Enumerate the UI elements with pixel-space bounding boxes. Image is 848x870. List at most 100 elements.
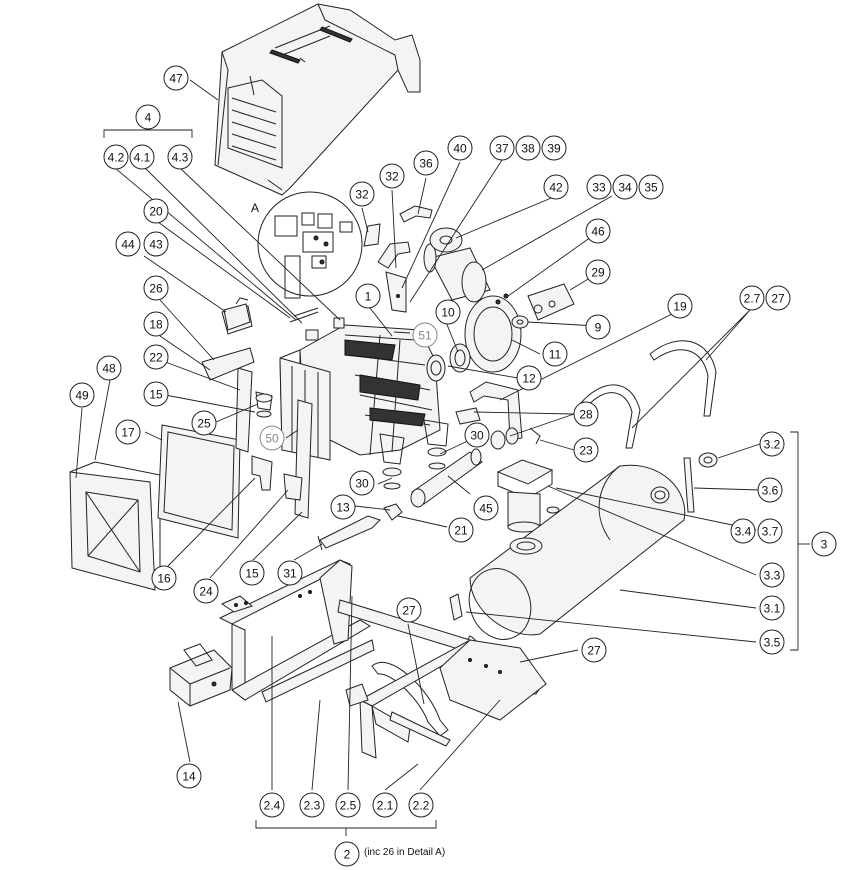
- callout-number: 18: [149, 318, 163, 332]
- callout-number: 32: [355, 188, 369, 202]
- callout-c27b: 27: [581, 637, 607, 663]
- callout-c12: 12: [516, 365, 542, 391]
- callout-circle: [543, 174, 569, 200]
- callout-number: 31: [283, 567, 297, 581]
- callout-c17: 17: [115, 419, 141, 445]
- callout-c1: 1: [355, 283, 381, 309]
- callout-circle: [413, 150, 439, 176]
- callout-c19: 19: [667, 293, 693, 319]
- callout-circle: [757, 477, 783, 503]
- callout-number: 3.2: [764, 438, 781, 452]
- callout-c3-6: 3.6: [757, 477, 783, 503]
- callout-circle: [516, 365, 542, 391]
- callout-c27a: 27: [765, 285, 791, 311]
- exhaust-silencer: [410, 448, 483, 508]
- flywheel-coupling: [426, 295, 522, 382]
- callout-c36: 36: [413, 150, 439, 176]
- callout-circle: [811, 531, 837, 557]
- intake-hoses: [363, 205, 433, 313]
- callout-circle: [739, 285, 765, 311]
- callout-number: 1: [365, 290, 372, 304]
- callout-circle: [473, 495, 499, 521]
- callout-number: 39: [547, 142, 561, 156]
- callout-circle: [167, 144, 193, 170]
- callout-circle: [143, 275, 169, 301]
- callout-circle: [143, 311, 169, 337]
- callout-c18: 18: [143, 311, 169, 337]
- callout-number: 23: [579, 444, 593, 458]
- callout-circle: [176, 763, 202, 789]
- callout-c29: 29: [585, 259, 611, 285]
- callout-circle: [667, 293, 693, 319]
- callout-circle: [191, 410, 217, 436]
- callout-circle: [129, 144, 155, 170]
- callout-circle: [143, 231, 169, 257]
- callout-number: 16: [157, 572, 171, 586]
- callout-circle: [335, 792, 361, 818]
- callout-c2-3: 2.3: [299, 792, 325, 818]
- callout-c23: 23: [573, 437, 599, 463]
- callout-number: 15: [245, 567, 259, 581]
- callout-c4-1: 4.1: [129, 144, 155, 170]
- callout-number: 3.3: [764, 569, 781, 583]
- callout-circle: [372, 792, 398, 818]
- callout-number: 19: [673, 300, 687, 314]
- callout-circle: [259, 792, 285, 818]
- callout-number: 29: [591, 266, 605, 280]
- fuel-filter: [496, 459, 564, 534]
- callout-circle: [408, 792, 434, 818]
- callout-number: 45: [479, 502, 493, 516]
- small-components: [223, 297, 345, 341]
- callout-number: 17: [121, 426, 135, 440]
- callout-c3-1: 3.1: [759, 595, 785, 621]
- callout-c21: 21: [448, 517, 474, 543]
- guard-panel: [157, 424, 241, 539]
- callout-circle: [193, 578, 219, 604]
- callout-number: 30: [355, 477, 369, 491]
- callout-number: 51: [418, 329, 432, 343]
- callout-c2-7: 2.7: [739, 285, 765, 311]
- callout-circle: [143, 381, 169, 407]
- callout-circle: [115, 231, 141, 257]
- callout-c2-1: 2.1: [372, 792, 398, 818]
- callout-number: 20: [149, 205, 163, 219]
- callout-c46: 46: [585, 218, 611, 244]
- callout-circle: [143, 344, 169, 370]
- callout-number: 4.1: [134, 151, 151, 165]
- callout-circle: [759, 562, 785, 588]
- callout-c30a: 30: [349, 470, 375, 496]
- callout-c3-3: 3.3: [759, 562, 785, 588]
- leader-lines: [75, 79, 810, 836]
- callout-number: 2.4: [264, 799, 281, 813]
- callout-circle: [355, 283, 381, 309]
- callout-circle: [757, 518, 783, 544]
- callout-circle: [765, 285, 791, 311]
- callout-number: 2.1: [377, 799, 394, 813]
- callout-circle: [396, 597, 422, 623]
- callout-c16: 16: [151, 565, 177, 591]
- callout-number: 30: [470, 429, 484, 443]
- callout-circle: [412, 322, 438, 348]
- callout-circle: [143, 198, 169, 224]
- callout-circle: [334, 841, 360, 867]
- callout-number: 4: [145, 111, 152, 125]
- callout-circle: [586, 174, 612, 200]
- callout-c22: 22: [143, 344, 169, 370]
- callout-c49: 49: [69, 382, 95, 408]
- callout-circle: [759, 629, 785, 655]
- fuel-hose: [317, 503, 403, 551]
- callout-c4: 4: [135, 104, 161, 130]
- callout-number: 46: [591, 225, 605, 239]
- callout-circle: [349, 470, 375, 496]
- callout-number: 35: [644, 181, 658, 195]
- callout-number: 3: [821, 538, 828, 552]
- callout-c15b: 15: [239, 560, 265, 586]
- engine-mounts: [379, 419, 449, 490]
- callout-number: 12: [522, 372, 536, 386]
- canopy-louvres: [227, 75, 283, 169]
- callout-circle: [435, 299, 461, 325]
- base-frame: [218, 559, 548, 759]
- callout-c2: 2: [334, 841, 360, 867]
